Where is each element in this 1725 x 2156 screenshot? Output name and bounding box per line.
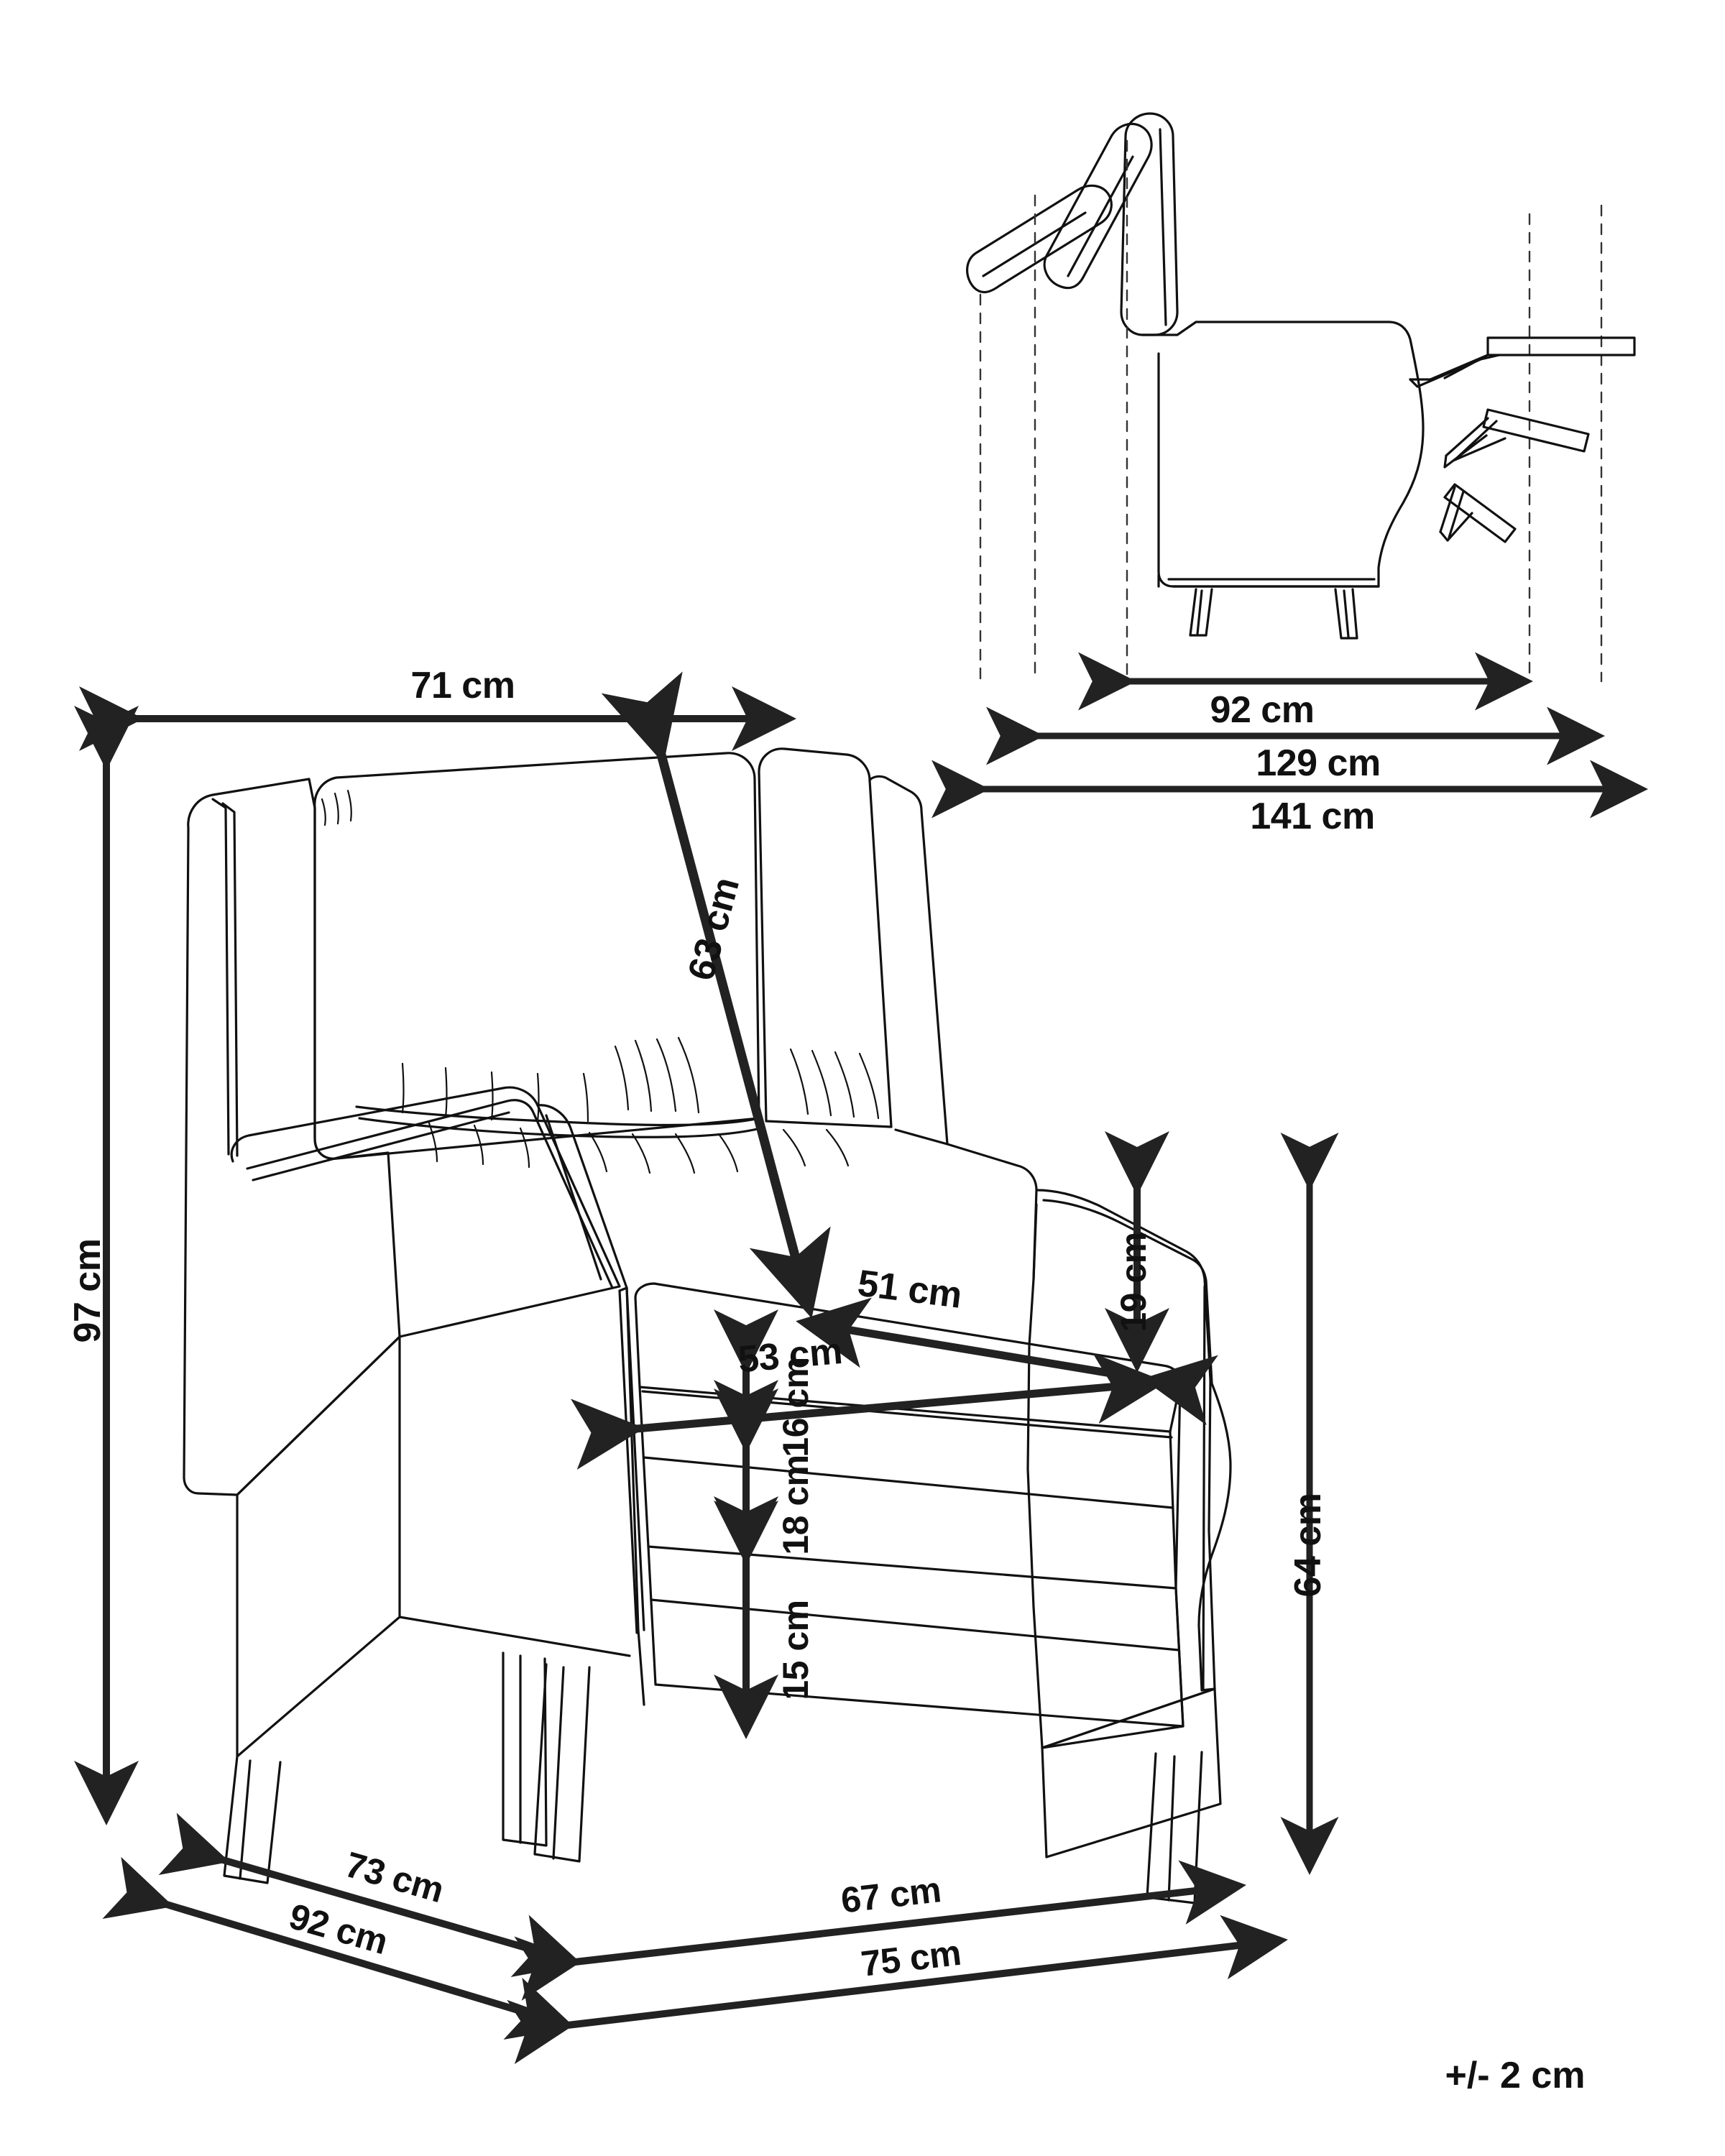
label-92-side: 92 cm	[1210, 689, 1315, 731]
label-71: 71 cm	[410, 665, 515, 706]
label-19: 19 cm	[1113, 1232, 1154, 1332]
dim-51	[796, 1297, 1218, 1426]
label-16: 16 cm	[776, 1357, 816, 1457]
side-view-dimensions	[932, 652, 1648, 819]
label-97: 97 cm	[67, 1238, 109, 1343]
label-15: 15 cm	[776, 1600, 816, 1700]
label-129-side: 129 cm	[1256, 742, 1381, 784]
dim-63	[601, 671, 831, 1319]
dim-92-front	[102, 1856, 575, 2040]
label-18: 18 cm	[776, 1455, 816, 1555]
front-view-dimensions	[74, 671, 1339, 2065]
tolerance-note: +/- 2 cm	[1445, 2055, 1586, 2096]
dim-53	[570, 1353, 1167, 1470]
front-view-drawing	[183, 747, 1232, 1904]
label-141-side: 141 cm	[1250, 796, 1375, 837]
label-64: 64 cm	[1287, 1493, 1329, 1598]
dim-75	[507, 1915, 1288, 2065]
side-view-drawing	[966, 112, 1636, 683]
